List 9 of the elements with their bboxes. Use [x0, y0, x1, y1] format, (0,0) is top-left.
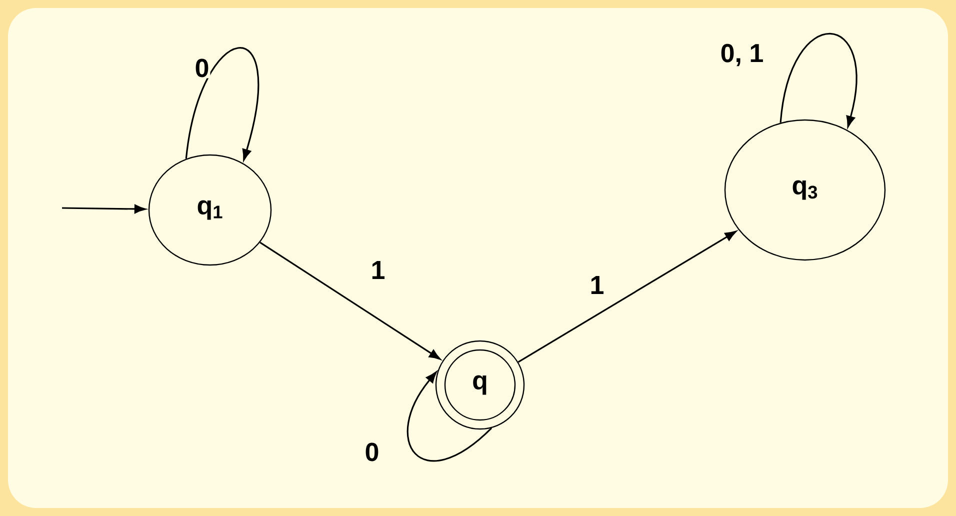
- self-loop-arrow: [780, 33, 858, 128]
- edge-label: 1: [370, 260, 386, 280]
- edge-label: 0, 1: [719, 42, 765, 68]
- self-loop-arrow: [185, 47, 259, 160]
- transition-arrow: [518, 230, 736, 363]
- self-loop-arrow: [406, 372, 492, 462]
- start-arrow: [62, 204, 146, 214]
- edge-label: 1: [588, 275, 606, 295]
- transition-arrow: [260, 242, 440, 360]
